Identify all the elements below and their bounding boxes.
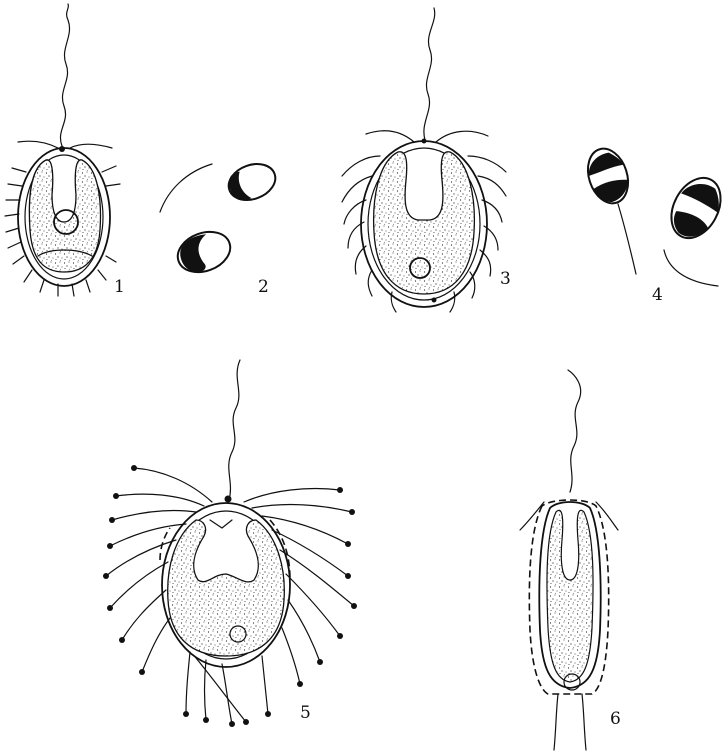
figure-6-cytoplasm — [547, 510, 593, 682]
figure-1-flagellum — [60, 4, 69, 146]
figure-3-number: 3 — [500, 269, 511, 289]
figure-5-cytoplasm — [168, 520, 285, 656]
figure-4-cells — [581, 143, 726, 286]
figure-2-number: 2 — [258, 277, 269, 297]
figure-4-number: 4 — [652, 285, 663, 305]
figure-5-number: 5 — [300, 703, 311, 723]
figure-3-cell — [342, 8, 506, 312]
figure-3-flagellum — [424, 8, 435, 140]
figure-2-flagellum — [160, 164, 212, 212]
figure-1-number: 1 — [114, 277, 125, 297]
figure-6-number: 6 — [610, 709, 621, 729]
figure-1-cell — [5, 4, 120, 296]
figure-6-cell — [520, 370, 618, 750]
figure-5-cell — [103, 360, 357, 727]
figure-4-flagellum — [618, 204, 636, 274]
figure-2-cells — [160, 158, 280, 279]
figure-6-flagellum — [568, 370, 581, 492]
figure-3-cytoplasm — [374, 152, 475, 294]
figure-5-flagellum — [229, 360, 240, 500]
